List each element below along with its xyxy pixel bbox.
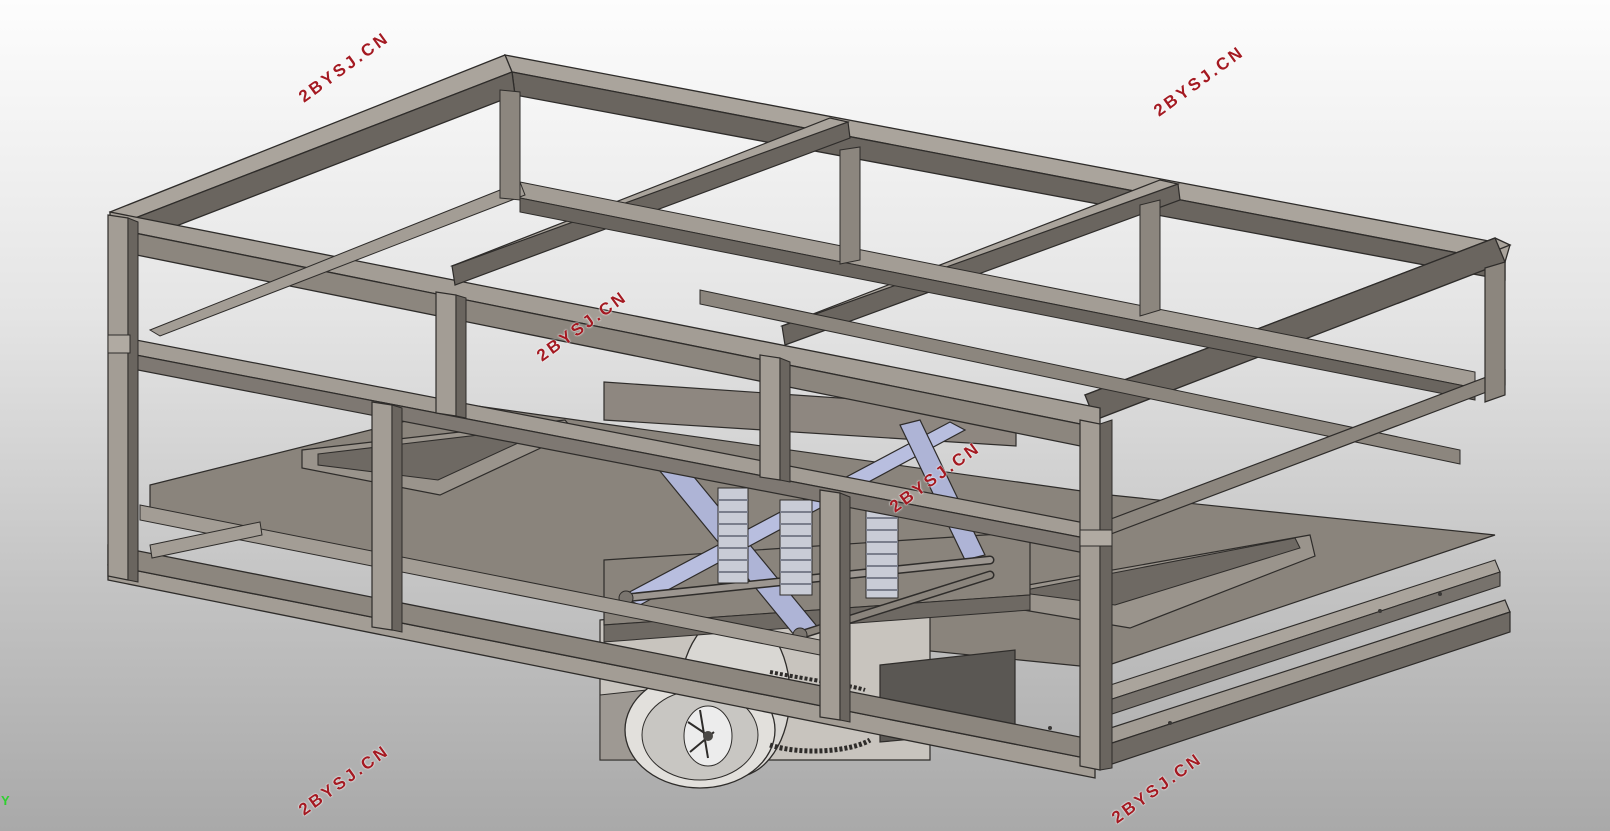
frame-top-rectangle — [108, 54, 1512, 451]
axis-triad[interactable]: Y — [0, 793, 14, 813]
frame-posts — [107, 89, 1506, 771]
springs — [717, 487, 899, 599]
axis-y-label: Y — [1, 793, 10, 808]
frame-crossbars — [148, 117, 1476, 465]
right-side-rail — [1048, 559, 1511, 769]
